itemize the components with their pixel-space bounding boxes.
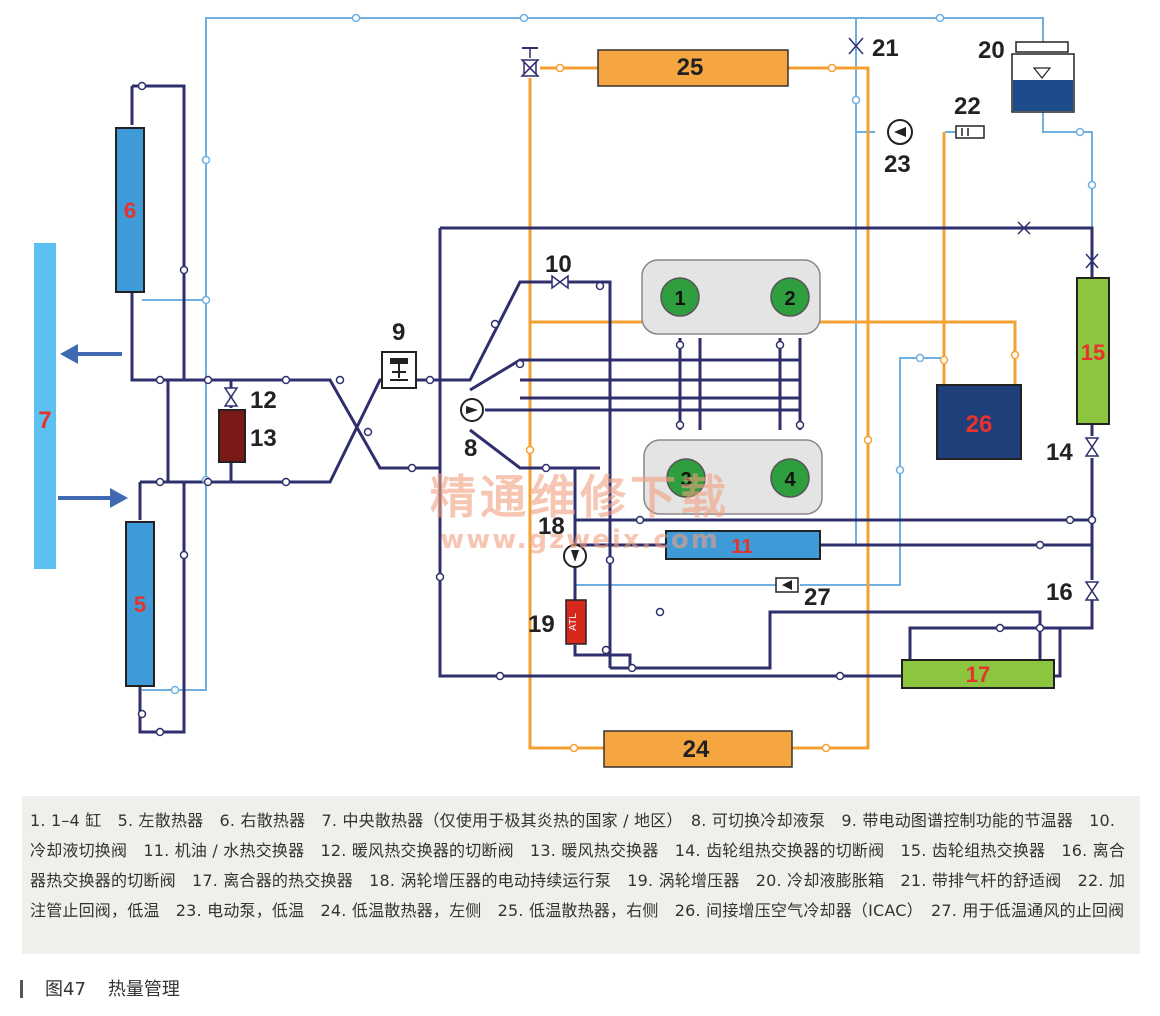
lt-electric-pump-23 xyxy=(887,119,913,145)
oil-water-heat-exchanger-11 xyxy=(665,530,821,560)
fill-pipe-check-valve-22 xyxy=(955,125,985,139)
label-6: 6 xyxy=(124,198,136,223)
watermark-url: www.gzweix.com xyxy=(440,525,720,555)
label-23: 23 xyxy=(884,151,911,178)
lt-bypass-valve xyxy=(520,47,540,77)
label-19: 19 xyxy=(528,611,555,638)
label-25: 25 xyxy=(677,54,704,81)
label-11: 11 xyxy=(731,536,752,558)
turbocharger-19 xyxy=(565,599,587,645)
label-27: 27 xyxy=(804,584,831,611)
cylinder-2 xyxy=(770,277,810,317)
legend-caption: 1. 1–4 缸 5. 左散热器 6. 右散热器 7. 中央散热器（仅使用于极其… xyxy=(22,796,1140,954)
cylinder-1 xyxy=(660,277,700,317)
cylinder-3 xyxy=(666,458,706,498)
legend-text: 1. 1–4 缸 5. 左散热器 6. 右散热器 7. 中央散热器（仅使用于极其… xyxy=(30,811,1126,920)
lt-radiator-left-24 xyxy=(603,730,793,768)
label-4: 4 xyxy=(784,469,796,491)
thermal-management-diagram: 7 6 5 12 13 9 8 10 1 2 xyxy=(34,13,1110,768)
figure-number: 图47 xyxy=(45,979,86,1000)
coolant-expansion-tank-20 xyxy=(1011,41,1075,113)
clutch-hx-shutoff-valve-16 xyxy=(1084,581,1100,601)
figure-caption-title: 热量管理 xyxy=(107,979,180,1000)
label-8: 8 xyxy=(464,435,477,462)
label-17: 17 xyxy=(966,662,990,687)
label-10: 10 xyxy=(545,251,572,278)
title-bar xyxy=(20,980,23,998)
light-blue-coolant-lines xyxy=(142,17,1093,691)
left-radiator-5 xyxy=(125,521,155,687)
thermostat-9 xyxy=(381,351,417,389)
label-15: 15 xyxy=(1081,340,1105,365)
label-13: 13 xyxy=(250,425,277,452)
label-7: 7 xyxy=(38,407,51,434)
comfort-valve-21 xyxy=(848,37,864,55)
airflow-arrows xyxy=(58,344,128,508)
label-20: 20 xyxy=(978,37,1005,64)
gear-inlet-valve xyxy=(1017,221,1099,269)
watermark-title: 精通维修下载 xyxy=(430,470,730,524)
central-radiator-7 xyxy=(34,243,56,569)
label-18: 18 xyxy=(538,513,565,540)
dark-joints xyxy=(137,81,1097,737)
lt-radiator-right-25 xyxy=(597,49,789,87)
turbo-tag: ATL xyxy=(568,613,579,631)
label-22: 22 xyxy=(954,93,981,120)
heater-shutoff-valve-12 xyxy=(223,387,239,407)
coolant-switch-valve-10 xyxy=(551,274,569,290)
icac-26 xyxy=(936,384,1022,460)
label-1: 1 xyxy=(674,288,685,310)
cylinder-4 xyxy=(770,458,810,498)
right-radiator-6 xyxy=(115,127,145,293)
label-14: 14 xyxy=(1046,439,1073,466)
label-12: 12 xyxy=(250,387,277,414)
label-3: 3 xyxy=(680,469,691,491)
figure-title: 图47 热量管理 xyxy=(20,975,180,1001)
switchable-coolant-pump-8 xyxy=(460,398,484,422)
label-16: 16 xyxy=(1046,579,1073,606)
check-valve-arrow-icon xyxy=(782,580,792,590)
label-9: 9 xyxy=(392,319,405,346)
label-21: 21 xyxy=(872,35,899,62)
label-26: 26 xyxy=(966,411,993,438)
clutch-heat-exchanger-17 xyxy=(901,659,1055,689)
label-5: 5 xyxy=(134,592,146,617)
label-24: 24 xyxy=(683,736,710,763)
heater-heat-exchanger-13 xyxy=(218,409,246,463)
label-2: 2 xyxy=(784,288,795,310)
gear-heat-exchanger-15 xyxy=(1076,277,1110,425)
gear-hx-shutoff-valve-14 xyxy=(1084,437,1100,457)
turbo-afterrun-pump-18 xyxy=(563,544,587,568)
